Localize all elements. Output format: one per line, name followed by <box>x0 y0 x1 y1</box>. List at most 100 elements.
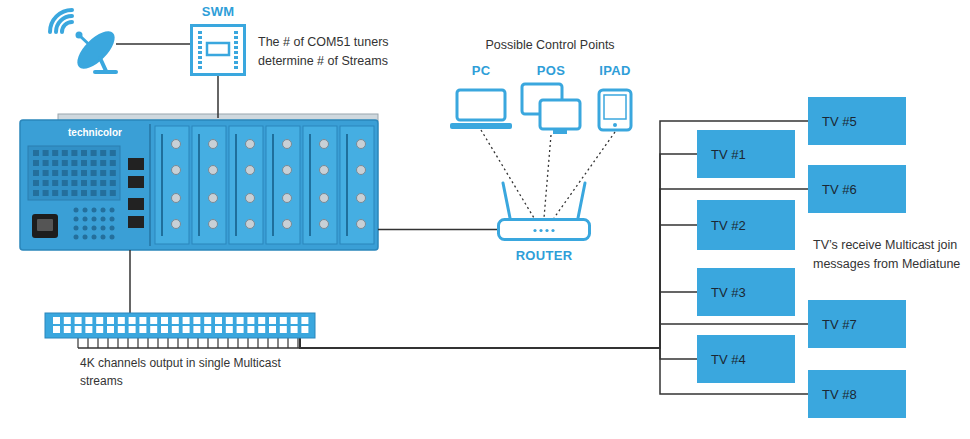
vent-hole <box>110 208 115 213</box>
f-connector <box>209 166 218 175</box>
patch-port <box>118 317 125 324</box>
tuner-module <box>155 126 189 244</box>
patch-port <box>204 326 211 333</box>
patch-panel: 4K channels output in single Multicast s… <box>45 313 315 338</box>
fan-vent <box>81 160 87 166</box>
ethernet-port <box>128 198 144 210</box>
fan-vent <box>91 170 97 176</box>
swm-strip <box>198 31 202 69</box>
node-label: TV #3 <box>697 285 746 300</box>
vent-hole <box>101 226 106 231</box>
f-connector <box>320 166 329 175</box>
f-connector <box>357 220 366 229</box>
patch-port <box>129 317 136 324</box>
patch-lead <box>227 338 228 348</box>
module-slot <box>272 134 274 236</box>
power-inlet <box>32 214 58 238</box>
node-icon <box>450 88 512 130</box>
vent-hole <box>83 226 88 231</box>
fan-vent <box>100 170 106 176</box>
patch-lead <box>287 338 288 348</box>
fan-vent <box>71 160 77 166</box>
laptop-screen <box>457 90 505 120</box>
vent-hole <box>101 235 106 240</box>
node-icon <box>520 82 582 135</box>
antenna <box>578 183 585 218</box>
patch-port <box>64 326 71 333</box>
patch-port <box>280 326 287 333</box>
patch-lead <box>87 338 88 348</box>
f-connector <box>246 140 255 149</box>
f-connector <box>246 166 255 175</box>
pos-icon: POS <box>520 82 582 135</box>
tuner-module <box>266 126 300 244</box>
fan-vent <box>91 190 97 196</box>
tuner-module <box>340 126 374 244</box>
patch-lead <box>177 338 178 348</box>
router-icon: ROUTER <box>497 218 591 241</box>
patch-port <box>96 326 103 333</box>
f-connector <box>357 166 366 175</box>
patch-port <box>118 326 125 333</box>
vent-hole <box>74 226 79 231</box>
note-label: Possible Control Points <box>470 36 630 55</box>
f-connector <box>172 140 181 149</box>
patch-port <box>291 326 298 333</box>
patch-lead <box>197 338 198 348</box>
dotted-link <box>544 135 551 218</box>
fan-vent <box>110 190 116 196</box>
signal-arc <box>56 16 72 32</box>
vent-hole <box>110 217 115 222</box>
patch-port <box>139 317 146 324</box>
laptop-base <box>450 123 512 129</box>
patch-port <box>301 317 308 324</box>
tablet-body <box>599 90 631 130</box>
vent-hole <box>101 217 106 222</box>
patch-lead <box>127 338 128 348</box>
patch-port <box>64 317 71 324</box>
feed-horn <box>76 32 83 39</box>
note-label: The # of COM51 tuners determine # of Str… <box>258 33 408 72</box>
patch-port <box>75 326 82 333</box>
fan-vent <box>43 170 49 176</box>
patch-leads <box>78 338 300 348</box>
tv-box: TV #7 <box>808 300 906 348</box>
ethernet-port <box>128 176 144 188</box>
patch-port <box>172 317 179 324</box>
patch-port <box>226 317 233 324</box>
patch-port <box>215 326 222 333</box>
fan-vent <box>62 150 68 156</box>
f-connector <box>320 220 329 229</box>
f-connector <box>357 194 366 203</box>
patch-lead <box>217 338 218 348</box>
swm-housing <box>192 26 245 75</box>
patch-port <box>150 317 157 324</box>
patch-lead <box>237 338 238 348</box>
tuner-module <box>303 126 337 244</box>
patch-lead <box>257 338 258 348</box>
fan-vent <box>81 170 87 176</box>
vent-hole <box>92 208 97 213</box>
vent-hole <box>74 217 79 222</box>
patch-port <box>150 326 157 333</box>
fan-vent <box>100 160 106 166</box>
tuner-module <box>229 126 263 244</box>
node-icon <box>190 24 246 76</box>
node-label: TV #5 <box>808 114 857 129</box>
module-slot <box>161 134 163 236</box>
patch-port <box>258 326 265 333</box>
f-connector <box>357 140 366 149</box>
fan-vent <box>110 160 116 166</box>
node-label: 4K channels output in single Multicast s… <box>80 354 295 390</box>
fan-vent <box>43 150 49 156</box>
cable-line <box>129 250 131 313</box>
tv-box: TV #3 <box>697 268 795 316</box>
dish-stand <box>100 58 106 71</box>
fan-vent <box>43 190 49 196</box>
patch-port <box>237 326 244 333</box>
fan-vent <box>33 180 39 186</box>
signal-arc <box>62 22 72 32</box>
patch-lead <box>137 338 138 348</box>
node-icon <box>45 313 315 338</box>
